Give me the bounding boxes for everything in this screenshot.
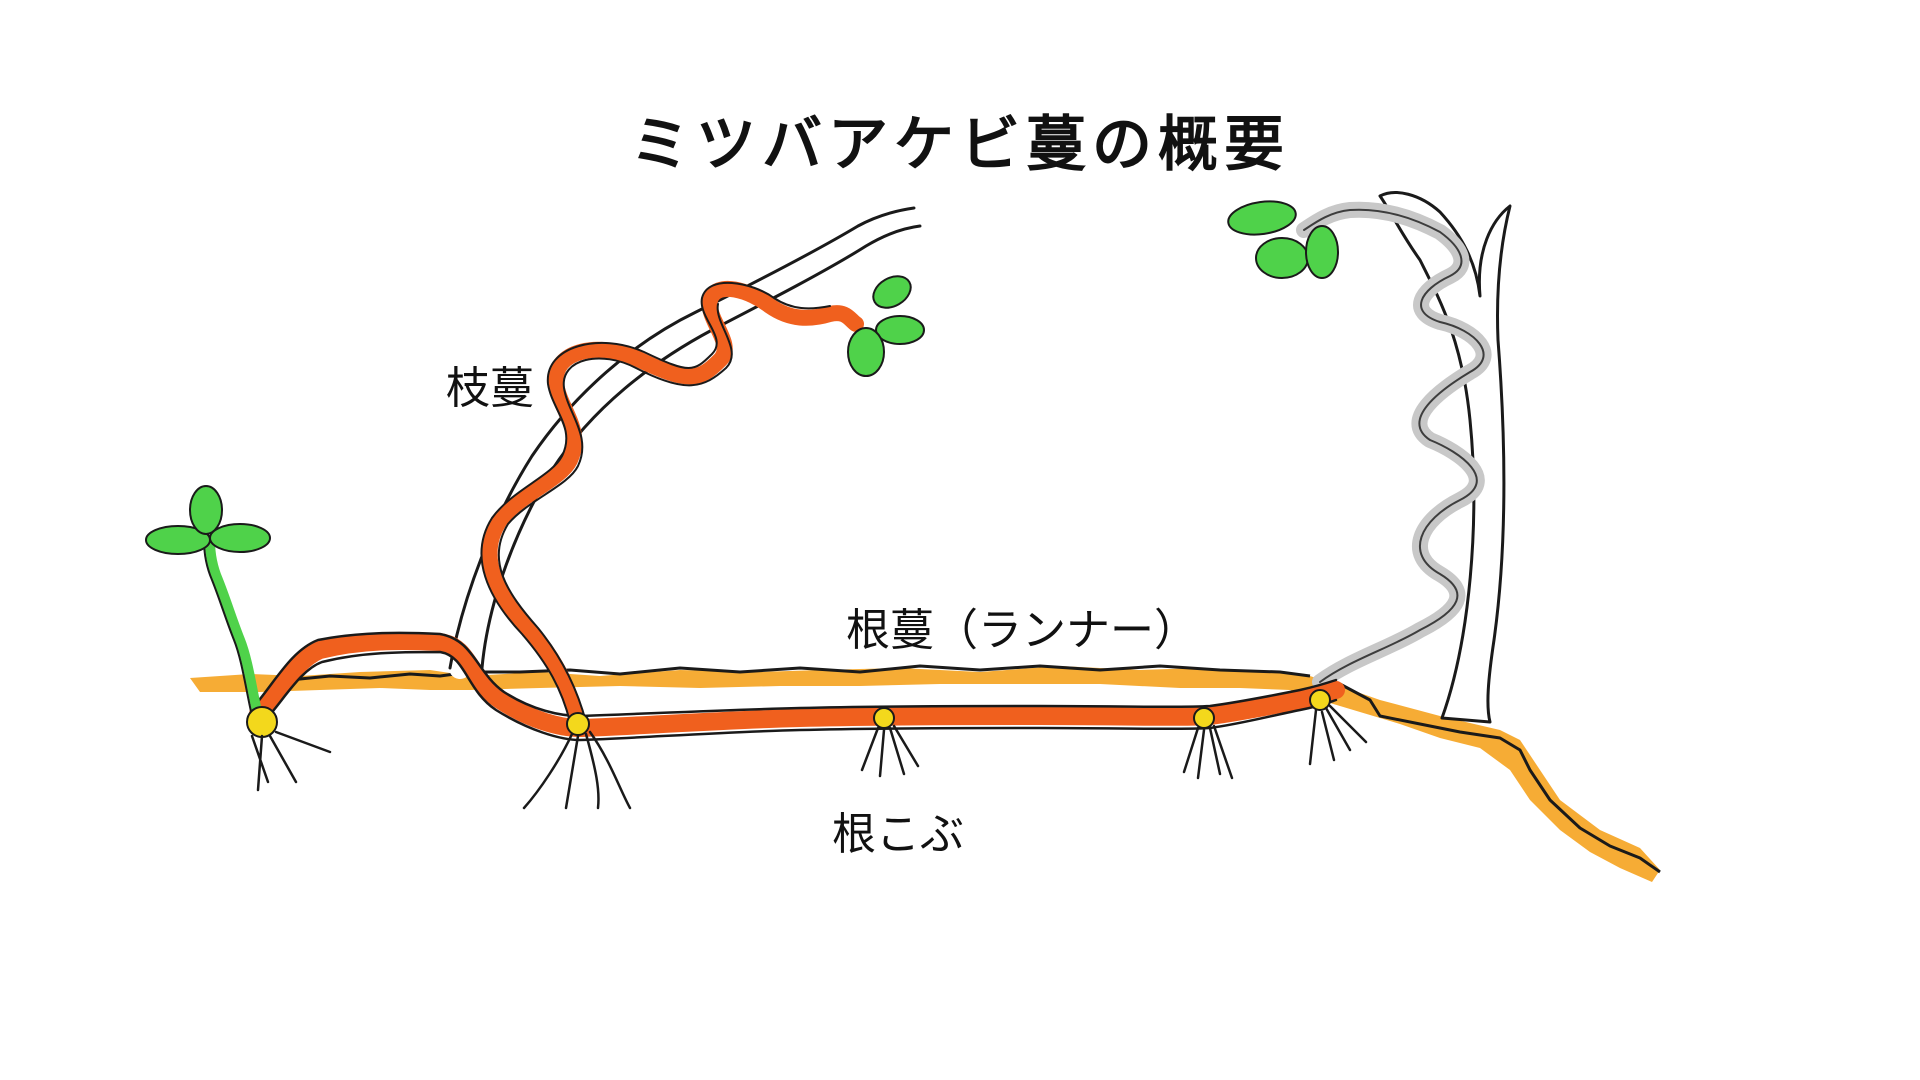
leaf [1305, 225, 1339, 279]
support-outline-a [448, 206, 916, 670]
seedling-left [145, 485, 271, 721]
leaf [209, 523, 271, 553]
twining-vine [481, 280, 864, 730]
nodule [566, 712, 590, 736]
nodule-1 [246, 706, 332, 792]
nodule [873, 707, 895, 729]
nodule [246, 706, 278, 738]
roots [522, 730, 632, 810]
label-branch-vine: 枝蔓 [446, 363, 534, 414]
trunk-right-main [1378, 191, 1512, 724]
runner-outline-top [254, 631, 1338, 718]
roots [860, 724, 920, 778]
old-vine-gray-outline [1303, 208, 1485, 683]
ground-outline [289, 664, 1661, 874]
leaf [875, 315, 925, 345]
nodule-3 [860, 707, 920, 778]
nodule-2 [522, 712, 632, 810]
leaf [1227, 200, 1297, 236]
page-title: ミツバアケビ蔓の概要 [630, 110, 1290, 180]
nodule-5 [1308, 689, 1368, 766]
leaf [847, 327, 885, 377]
ground-fill [190, 666, 1660, 882]
nodule [1309, 689, 1331, 711]
twining-vine-outline-2 [497, 303, 733, 723]
support-outline-b [480, 224, 922, 670]
roots [1308, 704, 1368, 766]
branch-vine-twining [480, 275, 925, 730]
label-runner: 根蔓（ランナー） [846, 605, 1198, 656]
seedling-stem [205, 535, 263, 721]
ground [190, 664, 1661, 882]
twining-vine-outline [480, 282, 831, 723]
leaf-cluster-branch-tip [847, 275, 925, 377]
seedling-stem-outline [203, 539, 253, 717]
root-nodules [246, 689, 1368, 810]
leaf [1255, 237, 1309, 279]
old-vine-trunk-right [1227, 191, 1512, 724]
nodule [1193, 707, 1215, 729]
leaf [189, 485, 223, 535]
old-vine-gray-twist [1296, 201, 1492, 690]
nodule-4 [1182, 707, 1234, 780]
roots [1182, 724, 1234, 780]
leaf-cluster-top-right [1227, 200, 1339, 279]
roots [250, 730, 332, 792]
leaf [872, 275, 912, 309]
label-root-nodule: 根こぶ [832, 809, 964, 860]
runner-outline-bottom [260, 650, 1338, 742]
